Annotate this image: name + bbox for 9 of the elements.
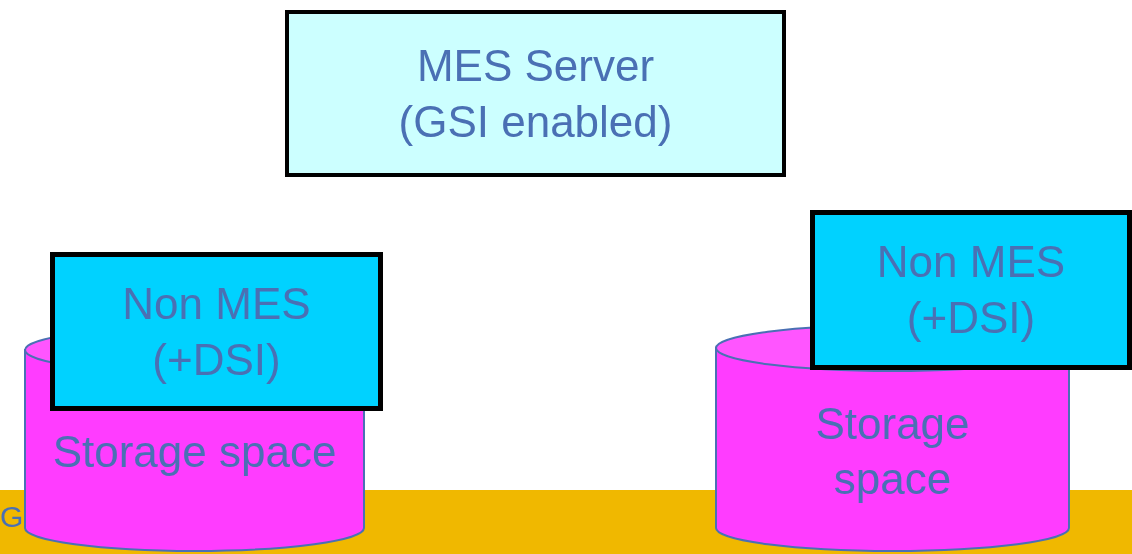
band-label: G	[0, 499, 25, 535]
site-label: Non MES (+DSI)	[121, 277, 312, 386]
server-box	[285, 10, 786, 177]
site-label: Non MES (+DSI)	[875, 236, 1067, 344]
site-box	[810, 210, 1132, 370]
storage-label: Storage space	[51, 426, 338, 478]
server-label: MES Server (GSI enabled)	[397, 39, 674, 148]
site-box	[50, 252, 383, 411]
storage-label: Storage space	[814, 398, 971, 505]
